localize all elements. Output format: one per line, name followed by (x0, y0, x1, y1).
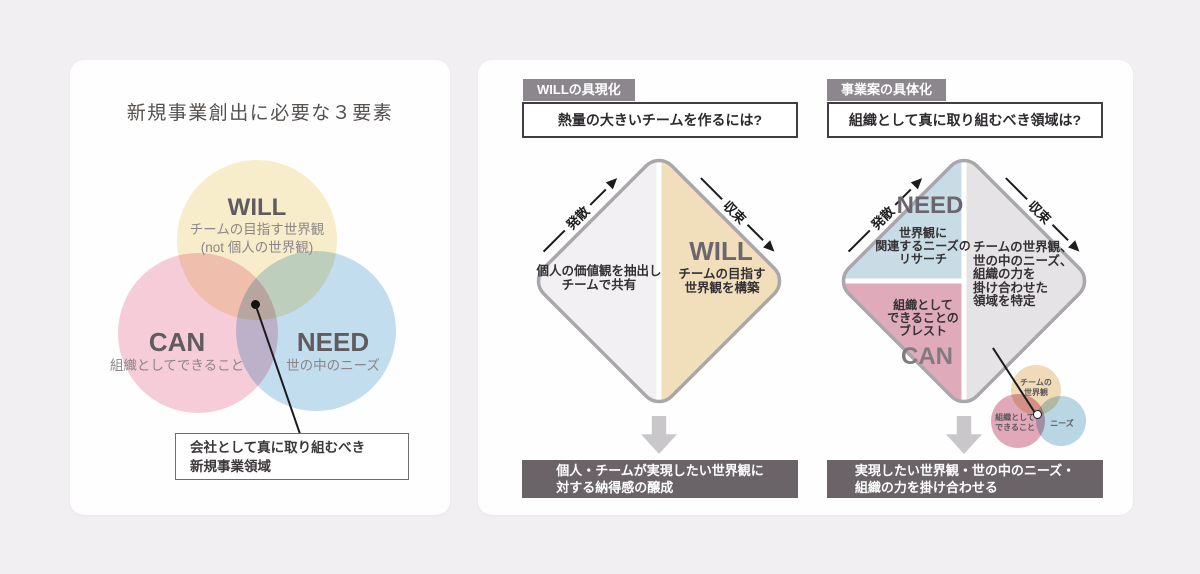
callout-line-1: 会社として真に取り組むべき (190, 439, 366, 455)
mini-venn-need-label: ニーズ (1050, 419, 1074, 428)
left-panel: 新規事業創出に必要な３要素 WILL チームの目指す世界観 (not 個人の世界… (70, 60, 450, 515)
callout-line-2: 新規事業領域 (190, 458, 271, 474)
page-title: 新規事業創出に必要な３要素 (126, 103, 394, 124)
will-label-group: WILL チームの目指す世界観 (not 個人の世界観) (157, 194, 357, 257)
quad-need-label: NEED (896, 192, 964, 219)
will-label: WILL (227, 194, 287, 221)
mini-venn-can-label: 組織として できること (995, 413, 1035, 432)
need-label-group: NEED 世の中のニーズ (253, 328, 413, 375)
venn-diagram: WILL チームの目指す世界観 (not 個人の世界観) CAN 組織としてでき… (70, 60, 450, 515)
question-box-will: 熱量の大きいチームを作るには? (522, 102, 798, 138)
diamond-will-label: WILL (689, 236, 753, 266)
can-desc: 組織としてできること (109, 358, 245, 373)
result-will-line-2: 対する納得感の醸成 (556, 480, 674, 495)
result-bar-will: 個人・チームが実現したい世界観に 対する納得感の醸成 (522, 460, 798, 498)
mini-venn-marker-dot (1033, 410, 1042, 419)
diamond-plan-right-text: チームの世界観、 世の中のニーズ、 組織の力を 掛け合わせた 領域を特定 (973, 240, 1073, 308)
arrowhead-icon (910, 174, 926, 190)
down-arrow-icon (641, 416, 677, 454)
quad-can-text: 組織として できることの ブレスト (887, 298, 959, 338)
quad-can-label: CAN (901, 343, 953, 370)
question-text-will: 熱量の大きいチームを作るには? (557, 112, 763, 128)
down-arrow-icon (946, 416, 982, 454)
can-label-group: CAN 組織としてできること (97, 328, 257, 375)
mini-venn-need-circle (1036, 396, 1086, 446)
result-will-line-1: 個人・チームが実現したい世界観に (556, 463, 764, 478)
diamond-will-left-text: 個人の価値観を抽出し チームで共有 (536, 264, 662, 292)
can-label: CAN (148, 327, 206, 357)
will-desc-2: (not 個人の世界観) (200, 240, 314, 255)
quad-need-text: 世界観に 関連するニーズの リサーチ (875, 226, 971, 266)
callout-box: 会社として真に取り組むべき 新規事業領域 (175, 433, 409, 480)
arrowhead-icon (605, 174, 621, 190)
section-badge-plan: 事業案の具体化 (827, 79, 947, 101)
diamond-will (531, 153, 787, 409)
intersection-dot (251, 300, 260, 309)
need-label: NEED (296, 327, 370, 357)
diamond-will-right-text: チームの目指す 世界観を構築 (678, 267, 766, 295)
question-text-plan: 組織として真に取り組むべき領域は? (848, 112, 1082, 128)
result-bar-plan: 実現したい世界観・世の中のニーズ・ 組織の力を掛け合わせる (827, 460, 1103, 498)
will-desc-1: チームの目指す世界観 (189, 222, 325, 237)
mini-venn-will-label: チームの 世界観 (1020, 378, 1052, 397)
result-plan-line-2: 組織の力を掛け合わせる (854, 480, 998, 495)
right-panel: WILLの具現化 熱量の大きいチームを作るには? 発散 収束 個人の価値観を抽出… (478, 60, 1133, 515)
section-badge-will: WILLの具現化 (523, 79, 635, 101)
question-box-plan: 組織として真に取り組むべき領域は? (827, 102, 1103, 138)
diamond-plan (836, 153, 1092, 409)
venn-circle-need (236, 251, 396, 411)
need-desc: 世の中のニーズ (286, 358, 380, 373)
result-plan-line-1: 実現したい世界観・世の中のニーズ・ (854, 463, 1076, 478)
